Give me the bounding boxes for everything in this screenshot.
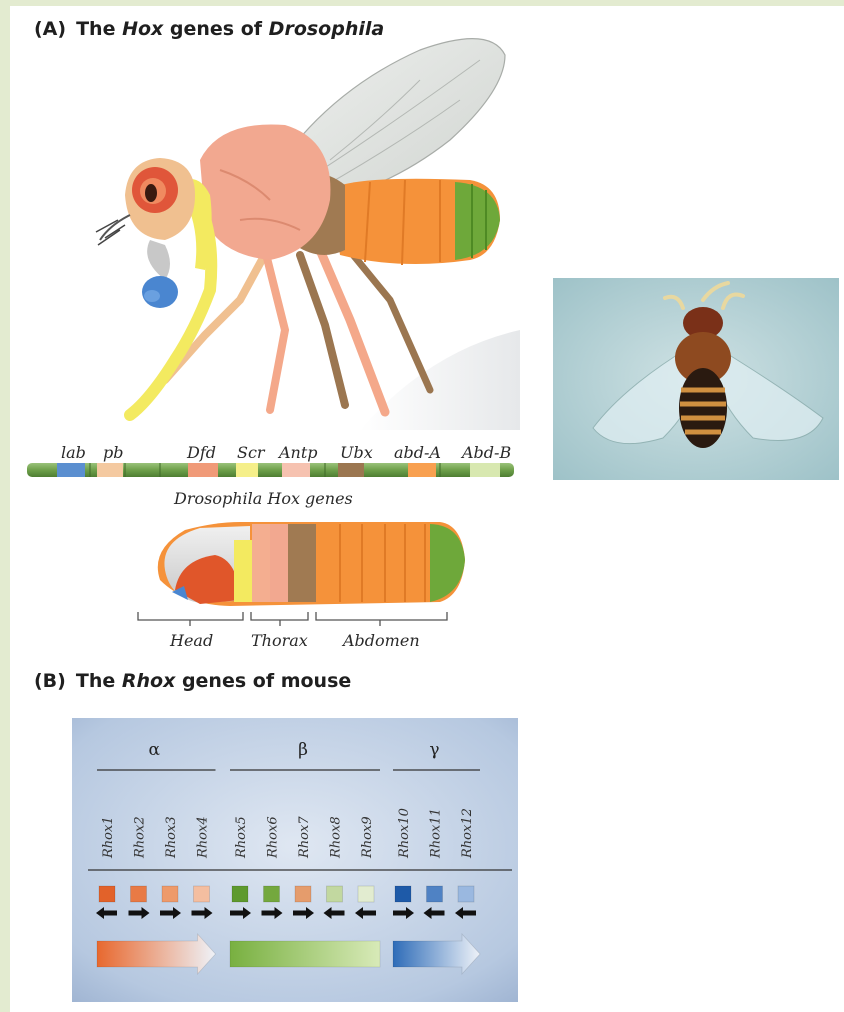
gene-label-rhox12: Rhox12 (460, 808, 475, 859)
gene-label-rhox5: Rhox5 (234, 816, 249, 859)
panel-b-title-part: The (76, 670, 122, 692)
gene-label-scr: Scr (237, 443, 265, 462)
gene-label-rhox6: Rhox6 (266, 816, 281, 859)
hox-chromosome (27, 463, 514, 477)
gene-box-rhox7 (295, 886, 311, 902)
gene-box-rhox2 (131, 886, 147, 902)
ubx-band (338, 463, 364, 477)
fly-photo (553, 278, 839, 480)
gene-box-rhox11 (427, 886, 443, 902)
cluster-arrow (230, 941, 380, 967)
gene-label-rhox7: Rhox7 (297, 816, 312, 859)
cluster-name: γ (429, 740, 439, 760)
legs (165, 245, 430, 412)
dfd-band (188, 463, 218, 477)
gene-label-rhox8: Rhox8 (329, 816, 344, 859)
panel-b-label: (B) (34, 670, 66, 692)
gene-box-rhox12 (458, 886, 474, 902)
pb-band (97, 463, 123, 477)
gene-label-rhox2: Rhox2 (133, 816, 148, 859)
panel-b-title: (B) The Rhox genes of mouse (34, 670, 351, 692)
abda-band (408, 463, 436, 477)
cluster-name: α (149, 740, 161, 760)
cluster-name: β (298, 740, 308, 760)
gene-label-lab: lab (61, 443, 86, 462)
abdb-band (470, 463, 500, 477)
gene-label-dfd: Dfd (187, 443, 216, 462)
antp-band (282, 463, 310, 477)
gene-label-antp: Antp (279, 443, 318, 462)
region-brackets (138, 612, 447, 626)
gene-box-rhox8 (327, 886, 343, 902)
gene-label-ubx: Ubx (340, 443, 373, 462)
gene-label-abda: abd-A (394, 443, 441, 462)
region-label-head: Head (170, 631, 213, 650)
abdomen (330, 179, 500, 265)
chromosome-caption: Drosophila Hox genes (174, 489, 353, 508)
gene-label-rhox11: Rhox11 (429, 808, 444, 859)
gene-label-rhox9: Rhox9 (360, 816, 375, 859)
gene-label-rhox3: Rhox3 (164, 816, 179, 859)
gene-label-rhox4: Rhox4 (196, 816, 211, 859)
gene-box-rhox4 (194, 886, 210, 902)
larva (158, 522, 465, 606)
gene-label-abdb: Abd-B (462, 443, 511, 462)
region-label-thorax: Thorax (251, 631, 308, 650)
gene-box-rhox1 (99, 886, 115, 902)
panel-b-title-rhox: Rhox (122, 670, 175, 692)
scr-band (236, 463, 258, 477)
gene-label-rhox1: Rhox1 (101, 816, 116, 859)
gene-label-rhox10: Rhox10 (397, 808, 412, 859)
head (96, 158, 195, 280)
panel-b-title-part: genes of mouse (175, 670, 351, 692)
gene-box-rhox9 (358, 886, 374, 902)
gene-box-rhox6 (264, 886, 280, 902)
gene-box-rhox10 (395, 886, 411, 902)
gene-label-pb: pb (103, 443, 123, 462)
gene-box-rhox5 (232, 886, 248, 902)
gene-box-rhox3 (162, 886, 178, 902)
blue-mouthpart (142, 276, 178, 308)
lab-band (57, 463, 85, 477)
region-label-abdomen: Abdomen (343, 631, 420, 650)
